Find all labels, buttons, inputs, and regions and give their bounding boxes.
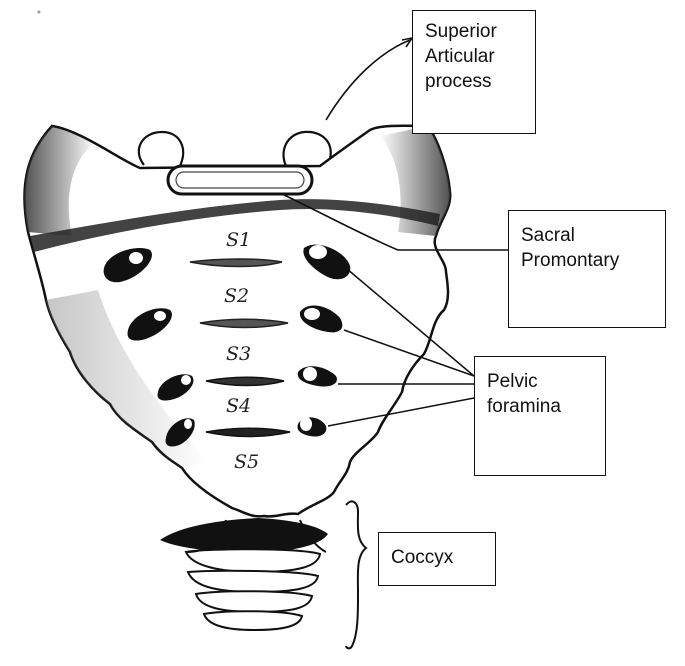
segment-ridge-1 <box>189 258 283 268</box>
segment-label-s4: S4 <box>226 395 251 417</box>
label-line: Pelvic <box>487 371 538 392</box>
coccyx-drawing <box>160 518 328 632</box>
label-line: Sacral <box>521 225 575 246</box>
label-superior-articular-process: Superior Articular process <box>412 10 536 134</box>
segment-ridge-4 <box>205 427 291 438</box>
label-line: process <box>425 71 492 92</box>
segment-ridge-2 <box>199 318 289 329</box>
coccyx-bracket <box>345 500 368 650</box>
label-line: Coccyx <box>391 547 454 568</box>
segment-label-s5: S5 <box>234 451 259 473</box>
promontory-oval <box>166 164 314 196</box>
leader-pelvic-4 <box>327 397 475 427</box>
leader-pelvic-2 <box>343 329 475 377</box>
segment-label-s1: S1 <box>226 229 251 251</box>
segment-ridge-3 <box>205 376 285 387</box>
left-articular-knob <box>137 130 185 167</box>
side-shading <box>46 290 208 468</box>
left-wing-shade <box>24 126 97 236</box>
label-line: Promontary <box>521 250 620 271</box>
leader-sacral-promontory <box>281 193 508 251</box>
label-pelvic-foramina: Pelvic foramina <box>474 356 606 476</box>
label-coccyx: Coccyx <box>378 532 496 586</box>
right-wing-shade <box>380 126 451 236</box>
segment-label-s2: S2 <box>224 285 249 307</box>
stray-mark <box>37 10 41 14</box>
arrow-head <box>401 37 413 48</box>
label-line: foramina <box>487 396 561 417</box>
label-line: Articular <box>425 46 495 67</box>
shadow-band <box>30 199 440 252</box>
label-sacral-promontory: Sacral Promontary <box>508 210 666 328</box>
leader-pelvic-1 <box>333 257 475 377</box>
right-articular-knob <box>282 130 332 169</box>
label-line: Superior <box>425 21 497 42</box>
segment-label-s3: S3 <box>226 343 251 365</box>
leader-superior-articular <box>325 39 411 121</box>
